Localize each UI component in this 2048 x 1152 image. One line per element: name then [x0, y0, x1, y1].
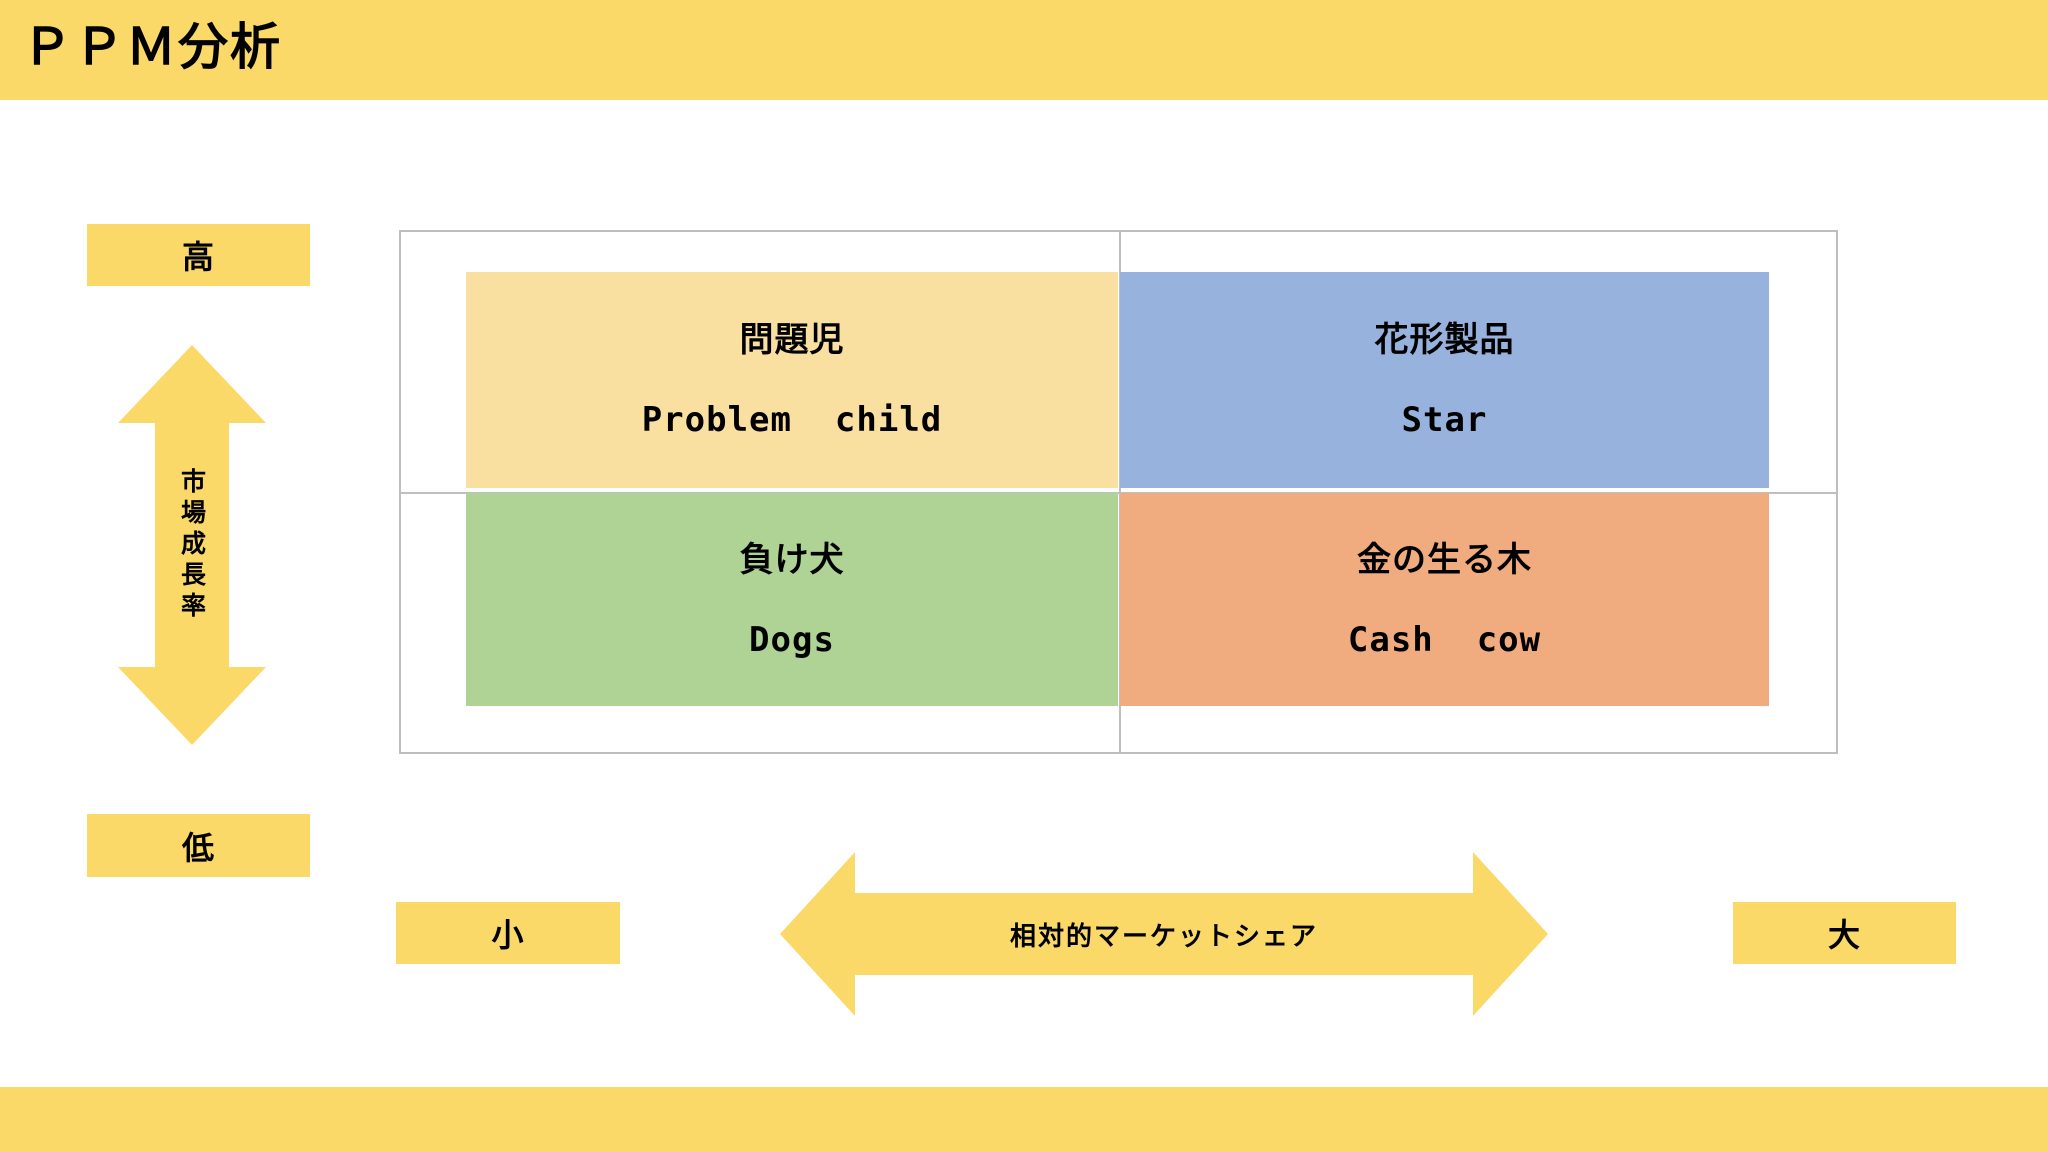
vertical-axis-label: 市場成長率 [177, 467, 207, 623]
quadrant-star[interactable]: 花形製品 Star [1120, 272, 1769, 488]
axis-chip-growth-low: 低 [87, 814, 310, 877]
quadrant-problem-child[interactable]: 問題児 Problem child [466, 272, 1118, 488]
quadrant-label-jp: 負け犬 [739, 539, 845, 580]
top-banner [0, 0, 2048, 100]
grid-divider-horizontal [401, 492, 1836, 494]
quadrant-label-jp: 問題児 [739, 320, 845, 360]
double-arrow-vertical-icon [118, 345, 266, 745]
quadrant-label-en: Dogs [749, 619, 835, 660]
axis-chip-share-large: 大 [1733, 902, 1956, 964]
horizontal-axis-label-wrap: 相対的マーケットシェア [780, 852, 1548, 1016]
horizontal-axis-label: 相対的マーケットシェア [1009, 921, 1318, 952]
quadrant-label-jp: 花形製品 [1374, 320, 1515, 360]
quadrant-cash-cow[interactable]: 金の生る木 Cash cow [1120, 493, 1769, 706]
vertical-double-arrow: 市場成長率 [118, 345, 266, 745]
quadrant-label-en: Problem child [641, 400, 943, 440]
quadrant-label-en: Cash cow [1347, 619, 1542, 660]
vertical-axis-label-wrap: 市場成長率 [118, 345, 266, 745]
axis-chip-share-small: 小 [396, 902, 620, 964]
double-arrow-horizontal-icon [780, 852, 1548, 1016]
horizontal-double-arrow: 相対的マーケットシェア [780, 852, 1548, 1016]
quadrant-label-en: Star [1401, 400, 1488, 440]
bottom-banner [0, 1087, 2048, 1152]
quadrant-label-jp: 金の生る木 [1357, 539, 1532, 580]
axis-chip-growth-high: 高 [87, 224, 310, 286]
quadrant-dogs[interactable]: 負け犬 Dogs [466, 493, 1118, 706]
page-title: ＰＰＭ分析 [22, 18, 282, 76]
